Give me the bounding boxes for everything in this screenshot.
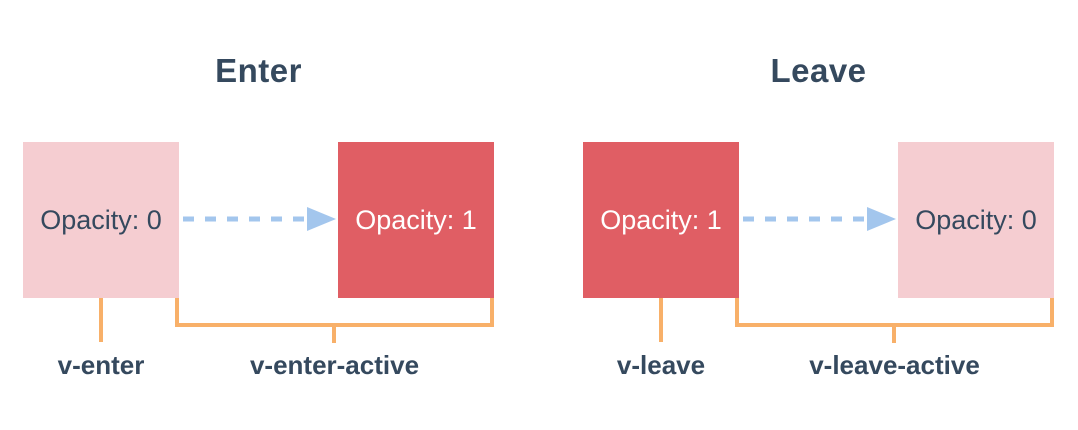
dashed-right-arrow-icon (743, 207, 896, 231)
leave-active-class-label: v-leave-active (809, 350, 980, 380)
leave-end-box-label: Opacity: 0 (915, 204, 1037, 235)
leave-start-box-label: Opacity: 1 (600, 204, 722, 235)
leave-start-box: Opacity: 1 (583, 142, 739, 298)
leave-panel: Leave Opacity: 1 Opacity: 0 v-leave v-le… (583, 0, 1054, 430)
enter-panel: Enter Opacity: 0 Opacity: 1 v-enter v-en… (23, 0, 494, 430)
leave-title: Leave (770, 52, 867, 89)
leave-start-class-label: v-leave (616, 350, 706, 380)
leave-end-box: Opacity: 0 (898, 142, 1054, 298)
enter-start-class-label: v-enter (57, 350, 145, 380)
leave-active-class-bracket-stem (892, 327, 896, 343)
enter-start-class-connector (99, 298, 103, 342)
enter-active-class-label: v-enter-active (249, 350, 420, 380)
dashed-right-arrow-icon (183, 207, 336, 231)
leave-start-class-connector (659, 298, 663, 342)
enter-title: Enter (215, 52, 302, 89)
enter-end-box: Opacity: 1 (338, 142, 494, 298)
enter-end-box-label: Opacity: 1 (355, 204, 477, 235)
enter-start-box-label: Opacity: 0 (40, 204, 162, 235)
leave-active-class-bracket (735, 298, 1054, 327)
enter-active-class-bracket-stem (332, 327, 336, 343)
enter-start-box: Opacity: 0 (23, 142, 179, 298)
enter-active-class-bracket (175, 298, 494, 327)
